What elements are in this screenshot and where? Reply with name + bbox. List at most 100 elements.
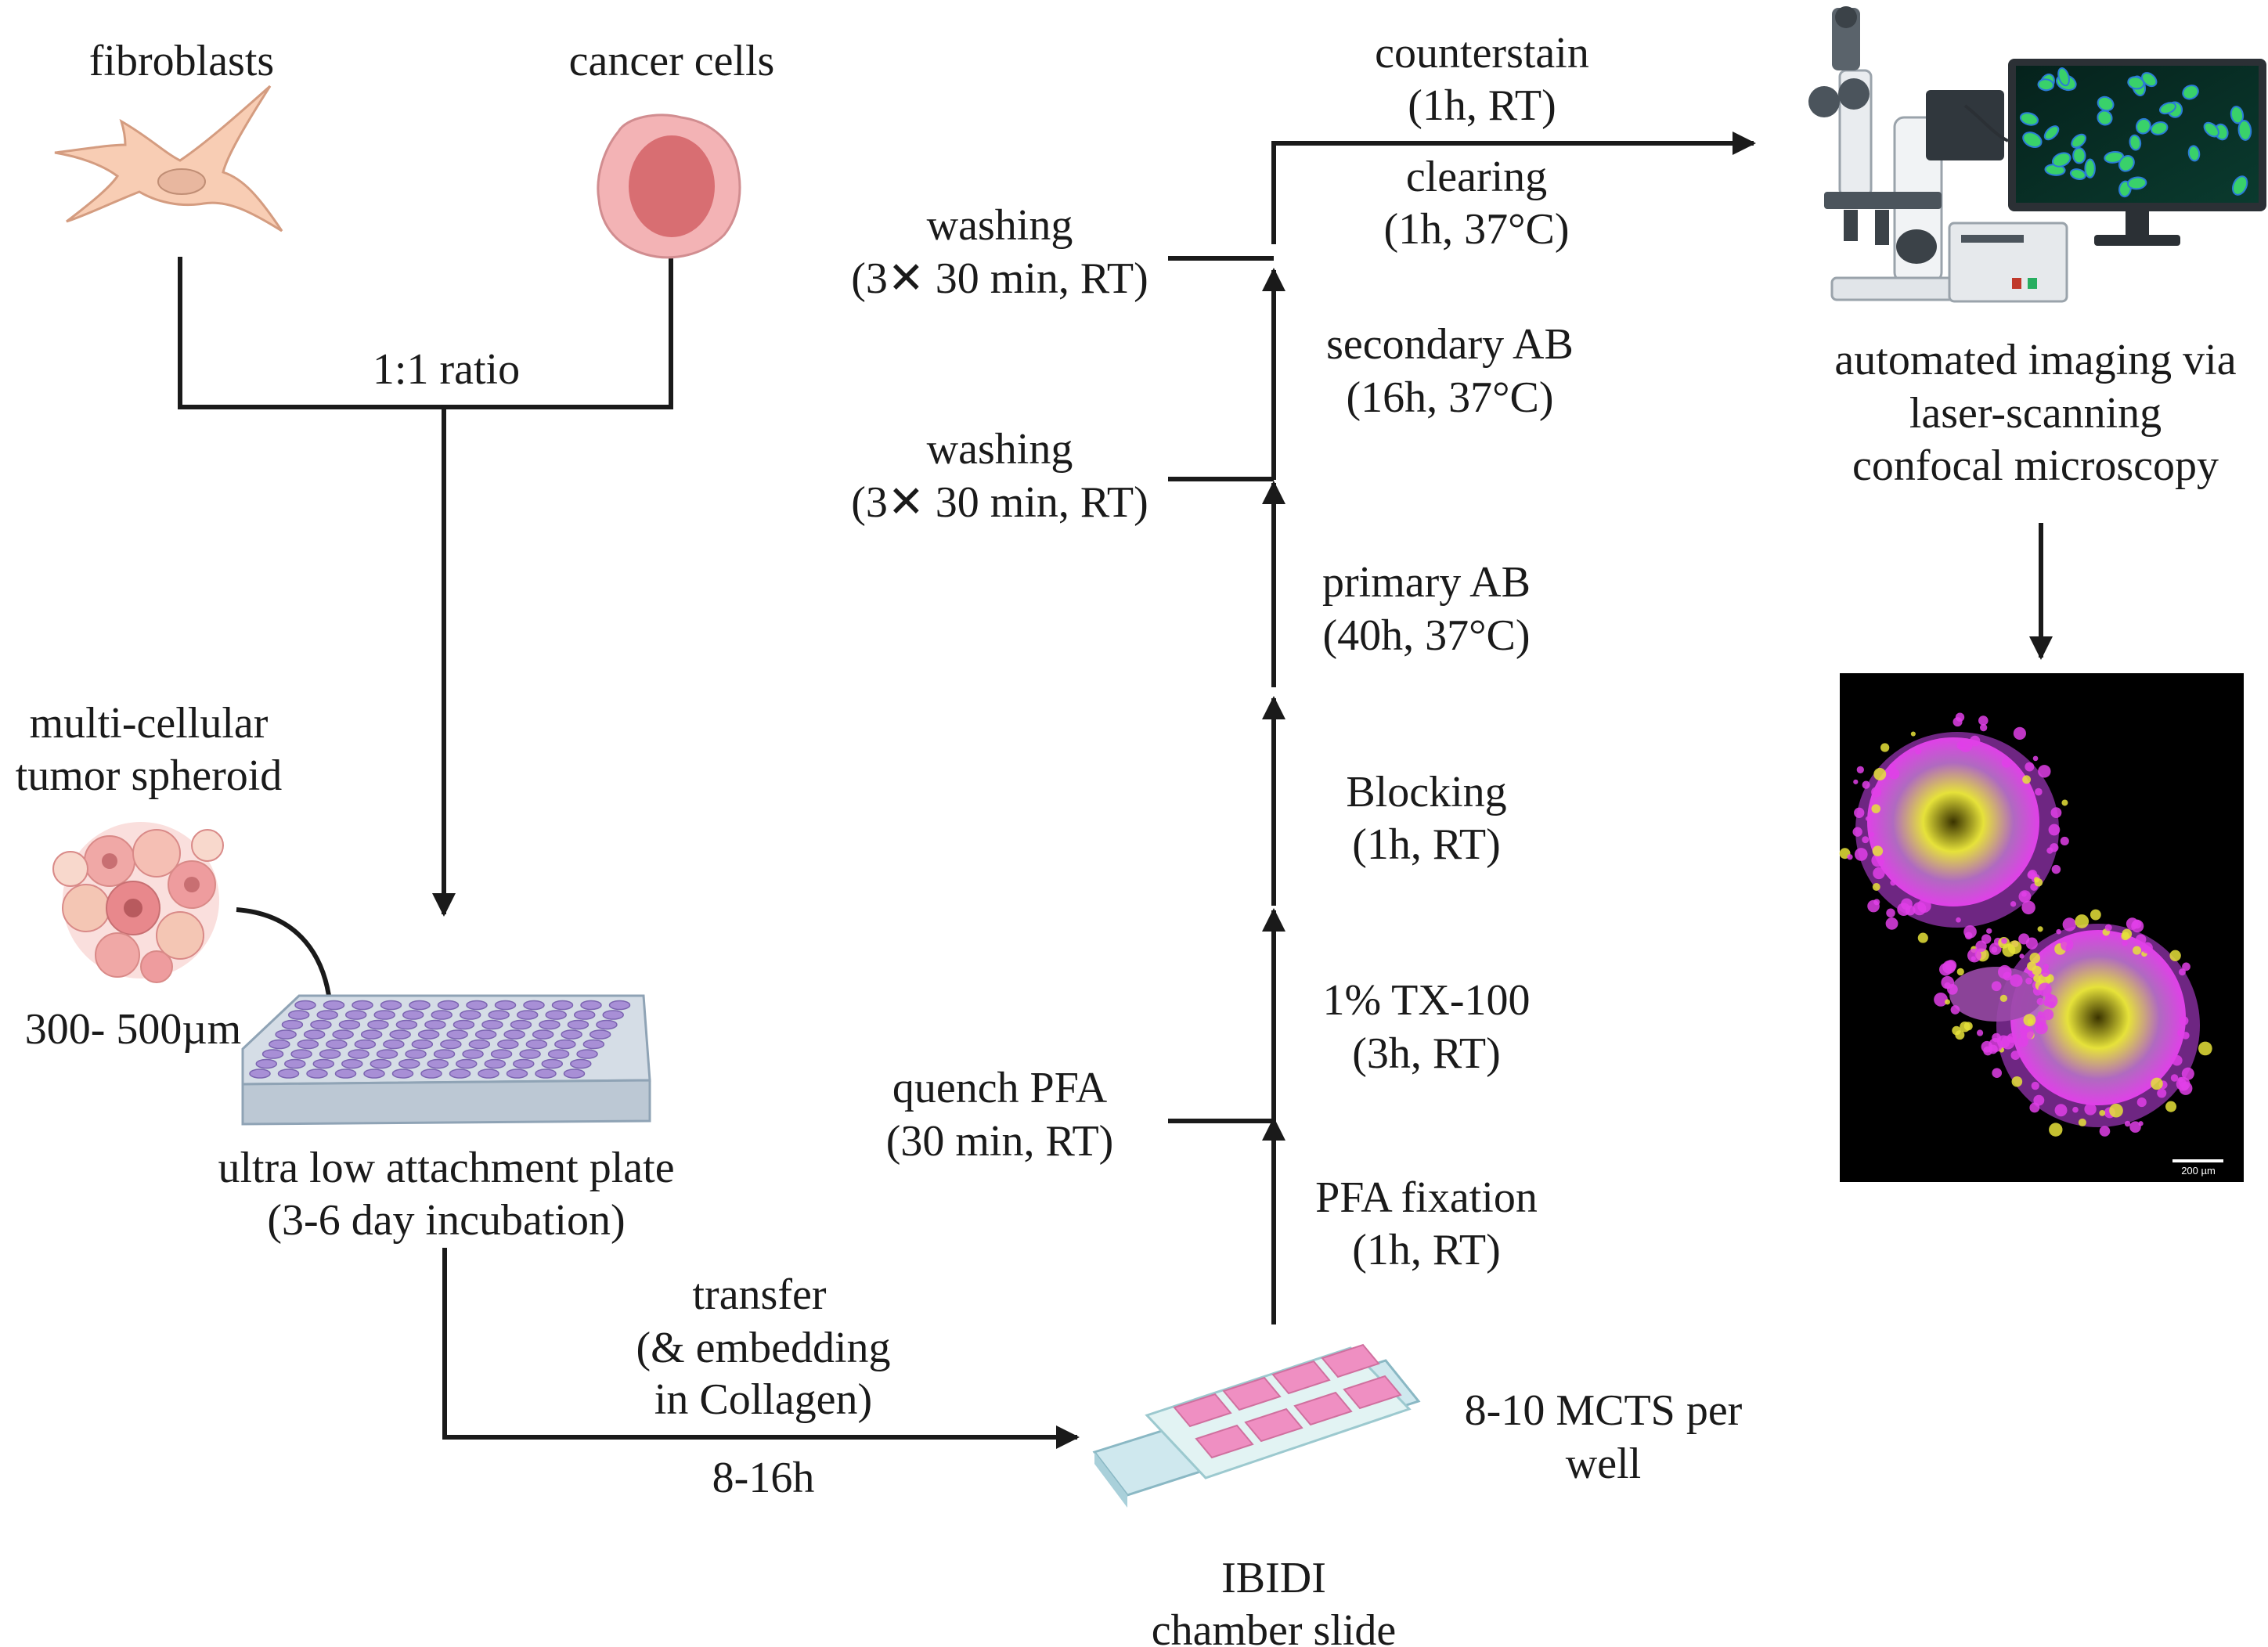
confocal-speck	[2056, 928, 2061, 935]
confocal-speck	[2025, 977, 2032, 985]
confocal-speck	[2029, 953, 2040, 964]
slide-well	[1195, 1424, 1254, 1459]
confocal-speck	[1975, 940, 1987, 952]
plate-well	[466, 1000, 488, 1011]
screen-cell	[2150, 121, 2169, 135]
slide-well	[1271, 1360, 1331, 1395]
plate-well	[459, 1010, 481, 1020]
confocal-speck	[2126, 917, 2139, 930]
plate-well	[478, 1069, 499, 1079]
confocal-speck	[1873, 768, 1887, 780]
plate-well	[484, 1058, 507, 1069]
plate-well	[513, 1058, 535, 1069]
plate-well	[446, 1029, 468, 1040]
screen-cell	[2051, 152, 2071, 168]
plate-well	[510, 1019, 532, 1030]
label-blocking-2: (1h, RT)	[1352, 820, 1501, 869]
confocal-speck	[2027, 1018, 2034, 1025]
confocal-speck	[1915, 748, 1922, 755]
confocal-speck	[2181, 1067, 2194, 1080]
confocal-speck	[2157, 1088, 2167, 1098]
screen-cell	[2182, 85, 2199, 100]
plate-well	[535, 1069, 557, 1079]
confocal-speck	[2099, 1126, 2111, 1137]
label-fibroblasts: fibroblasts	[89, 37, 274, 85]
plate-well	[360, 1029, 383, 1040]
label-clearing-1: clearing	[1406, 153, 1547, 201]
confocal-speck	[2050, 843, 2059, 852]
screen-cell	[2118, 155, 2135, 172]
plate-well	[341, 1058, 363, 1069]
plate-well	[573, 1010, 596, 1020]
screen-cell	[2022, 132, 2043, 148]
plate-well	[424, 1019, 446, 1030]
screen-cell	[2127, 76, 2145, 90]
confocal-speck	[1871, 853, 1885, 867]
confocal-speck	[1944, 982, 1951, 989]
plate-well	[503, 1029, 525, 1040]
label-transfer-3: in Collagen)	[654, 1375, 872, 1424]
label-wash1-1: washing	[927, 201, 1073, 250]
merge-line	[178, 257, 673, 409]
confocal-speck	[2020, 1026, 2034, 1040]
confocal-speck	[1955, 712, 1965, 722]
screen-cell	[2135, 117, 2151, 135]
plate-well	[551, 1000, 574, 1011]
confocal-speck	[2061, 799, 2068, 806]
slide-well	[1173, 1393, 1232, 1428]
plate-well	[519, 1049, 541, 1059]
slide-well	[1321, 1343, 1380, 1379]
confocal-speck	[2048, 824, 2061, 836]
microscope-icon	[1808, 6, 2266, 303]
confocal-speck	[2043, 1009, 2054, 1021]
confocal-speck	[2036, 997, 2044, 1006]
screen-cell	[2097, 110, 2113, 126]
label-counter-1: counterstain	[1375, 29, 1589, 77]
label-imaging-1: automated imaging via	[1834, 336, 2236, 384]
plate-well	[488, 1010, 510, 1020]
confocal-speck	[1956, 968, 1964, 976]
confocal-speck	[1870, 831, 1875, 837]
plate-well	[602, 1010, 624, 1020]
confocal-speck	[1963, 1022, 1973, 1031]
label-wash2-1: washing	[927, 425, 1073, 474]
confocal-speck	[1956, 917, 1961, 923]
confocal-speck	[2078, 1118, 2086, 1126]
screen-cell	[2037, 78, 2054, 92]
confocal-speck	[2182, 962, 2190, 971]
confocal-speck	[2035, 787, 2043, 796]
confocal-speck	[2169, 950, 2181, 962]
screen-cell	[2084, 158, 2096, 178]
label-clearing-2: (1h, 37°C)	[1383, 205, 1569, 254]
label-mcts-2: tumor spheroid	[16, 751, 283, 800]
well-plate-icon	[241, 994, 651, 1126]
arrow-counterstain	[1271, 132, 1756, 244]
slide-well	[1222, 1376, 1282, 1411]
scale-bar-label: 200 µm	[2181, 1165, 2216, 1177]
plate-well	[449, 1069, 471, 1079]
confocal-speck	[2138, 1121, 2144, 1126]
confocal-speck	[2141, 942, 2153, 954]
confocal-speck	[1976, 1029, 1984, 1036]
confocal-speck	[2171, 1054, 2183, 1066]
label-plate-1: ultra low attachment plate	[218, 1144, 674, 1192]
plate-well	[338, 1019, 361, 1030]
confocal-speck	[2038, 765, 2051, 778]
confocal-speck	[2001, 938, 2007, 944]
confocal-speck	[2022, 775, 2032, 784]
label-primary-1: primary AB	[1322, 558, 1531, 607]
screen-cell	[2072, 147, 2086, 164]
confocal-speck	[2122, 928, 2133, 939]
plate-well	[576, 1049, 598, 1059]
plate-well	[516, 1010, 539, 1020]
screen-cell	[2230, 106, 2245, 124]
plate-well	[326, 1039, 348, 1050]
text-labels: fibroblasts cancer cells 1:1 ratio multi…	[16, 29, 2237, 1647]
label-ratio: 1:1 ratio	[373, 345, 520, 394]
plate-well	[323, 1000, 345, 1011]
screen-cell	[2097, 96, 2115, 112]
screen-cell	[2104, 150, 2125, 164]
confocal-speck	[1872, 883, 1880, 891]
confocal-speck	[2129, 1121, 2141, 1133]
confocal-speck	[1871, 787, 1882, 798]
